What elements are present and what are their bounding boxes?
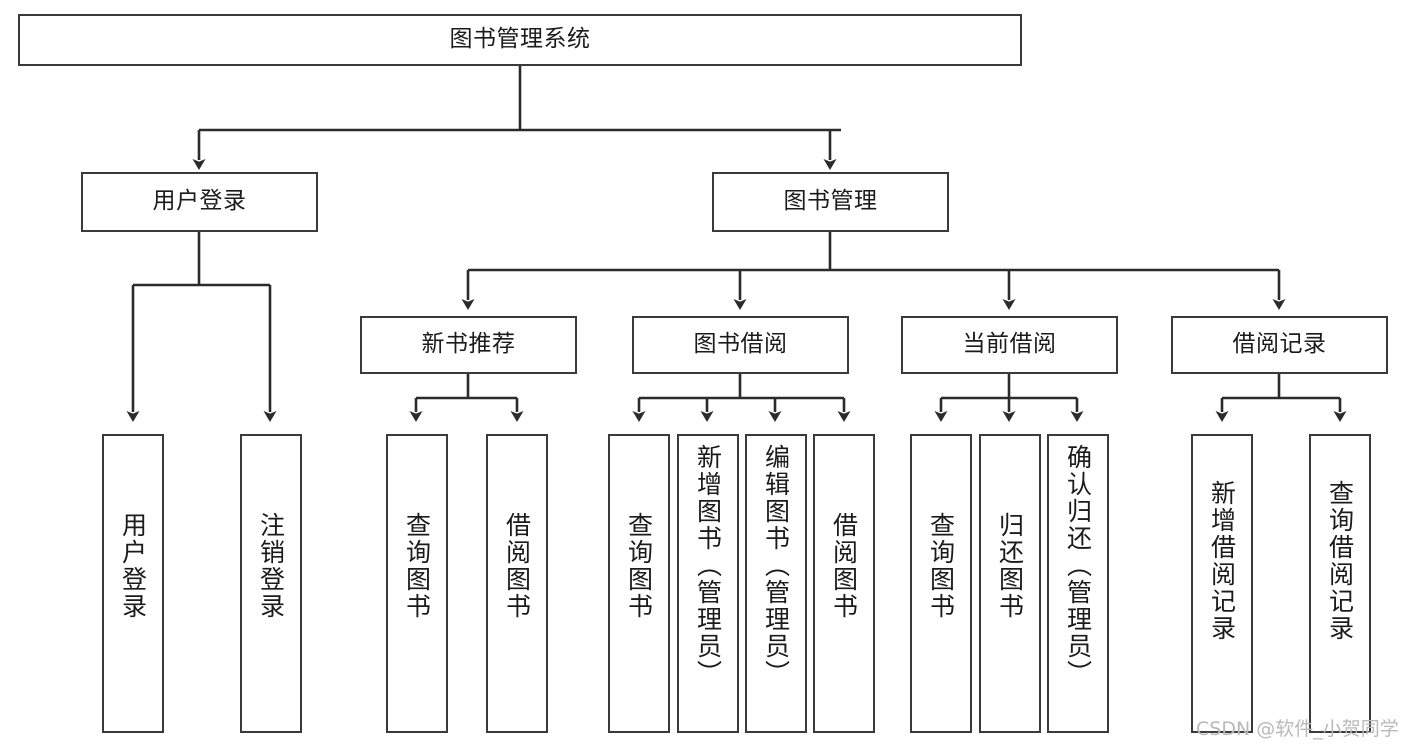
leaf-current-borrow-return-book[interactable]: 归还图书 [979, 434, 1041, 733]
node-label: 注销登录 [256, 512, 286, 620]
node-label: 编辑图书（管理员） [761, 444, 791, 687]
leaf-current-borrow-query-book[interactable]: 查询图书 [910, 434, 972, 733]
node-root-book-management-system[interactable]: 图书管理系统 [18, 14, 1022, 66]
leaf-current-borrow-confirm-return-admin[interactable]: 确认归还（管理员） [1047, 434, 1109, 733]
leaf-new-book-query-book[interactable]: 查询图书 [386, 434, 448, 733]
leaf-borrow-record-add-record[interactable]: 新增借阅记录 [1191, 434, 1253, 733]
leaf-book-borrow-borrow-book[interactable]: 借阅图书 [813, 434, 875, 733]
node-label: 归还图书 [995, 512, 1025, 620]
node-label: 查询图书 [402, 512, 432, 620]
node-label: 确认归还（管理员） [1063, 444, 1093, 687]
node-label: 查询借阅记录 [1325, 480, 1355, 642]
leaf-book-borrow-edit-book-admin[interactable]: 编辑图书（管理员） [745, 434, 807, 733]
node-label: 新增图书（管理员） [693, 444, 723, 687]
node-borrow-record[interactable]: 借阅记录 [1171, 316, 1388, 374]
node-label: 图书管理 [783, 188, 878, 215]
csdn-watermark: CSDN @软件_小贺同学 [1196, 718, 1399, 740]
leaf-user-login-logout[interactable]: 注销登录 [240, 434, 302, 733]
node-label: 查询图书 [926, 512, 956, 620]
leaf-user-login-login[interactable]: 用户登录 [102, 434, 164, 733]
node-book-management[interactable]: 图书管理 [712, 172, 949, 232]
node-user-login[interactable]: 用户登录 [81, 172, 318, 232]
node-label: 用户登录 [152, 188, 247, 215]
node-label: 用户登录 [118, 512, 148, 620]
node-label: 图书管理系统 [449, 26, 591, 53]
node-label: 图书借阅 [693, 331, 788, 358]
node-label: 借阅图书 [829, 512, 859, 620]
node-label: 当前借阅 [962, 331, 1057, 358]
node-book-borrow[interactable]: 图书借阅 [632, 316, 849, 374]
leaf-book-borrow-add-book-admin[interactable]: 新增图书（管理员） [677, 434, 739, 733]
node-label: 新书推荐 [421, 331, 516, 358]
node-label: 借阅图书 [502, 512, 532, 620]
node-label: 查询图书 [624, 512, 654, 620]
node-current-borrow[interactable]: 当前借阅 [901, 316, 1118, 374]
leaf-borrow-record-query-record[interactable]: 查询借阅记录 [1309, 434, 1371, 733]
leaf-book-borrow-query-book[interactable]: 查询图书 [608, 434, 670, 733]
node-label: 新增借阅记录 [1207, 480, 1237, 642]
node-new-book-recommend[interactable]: 新书推荐 [360, 316, 577, 374]
leaf-new-book-borrow-book[interactable]: 借阅图书 [486, 434, 548, 733]
node-label: 借阅记录 [1232, 331, 1327, 358]
